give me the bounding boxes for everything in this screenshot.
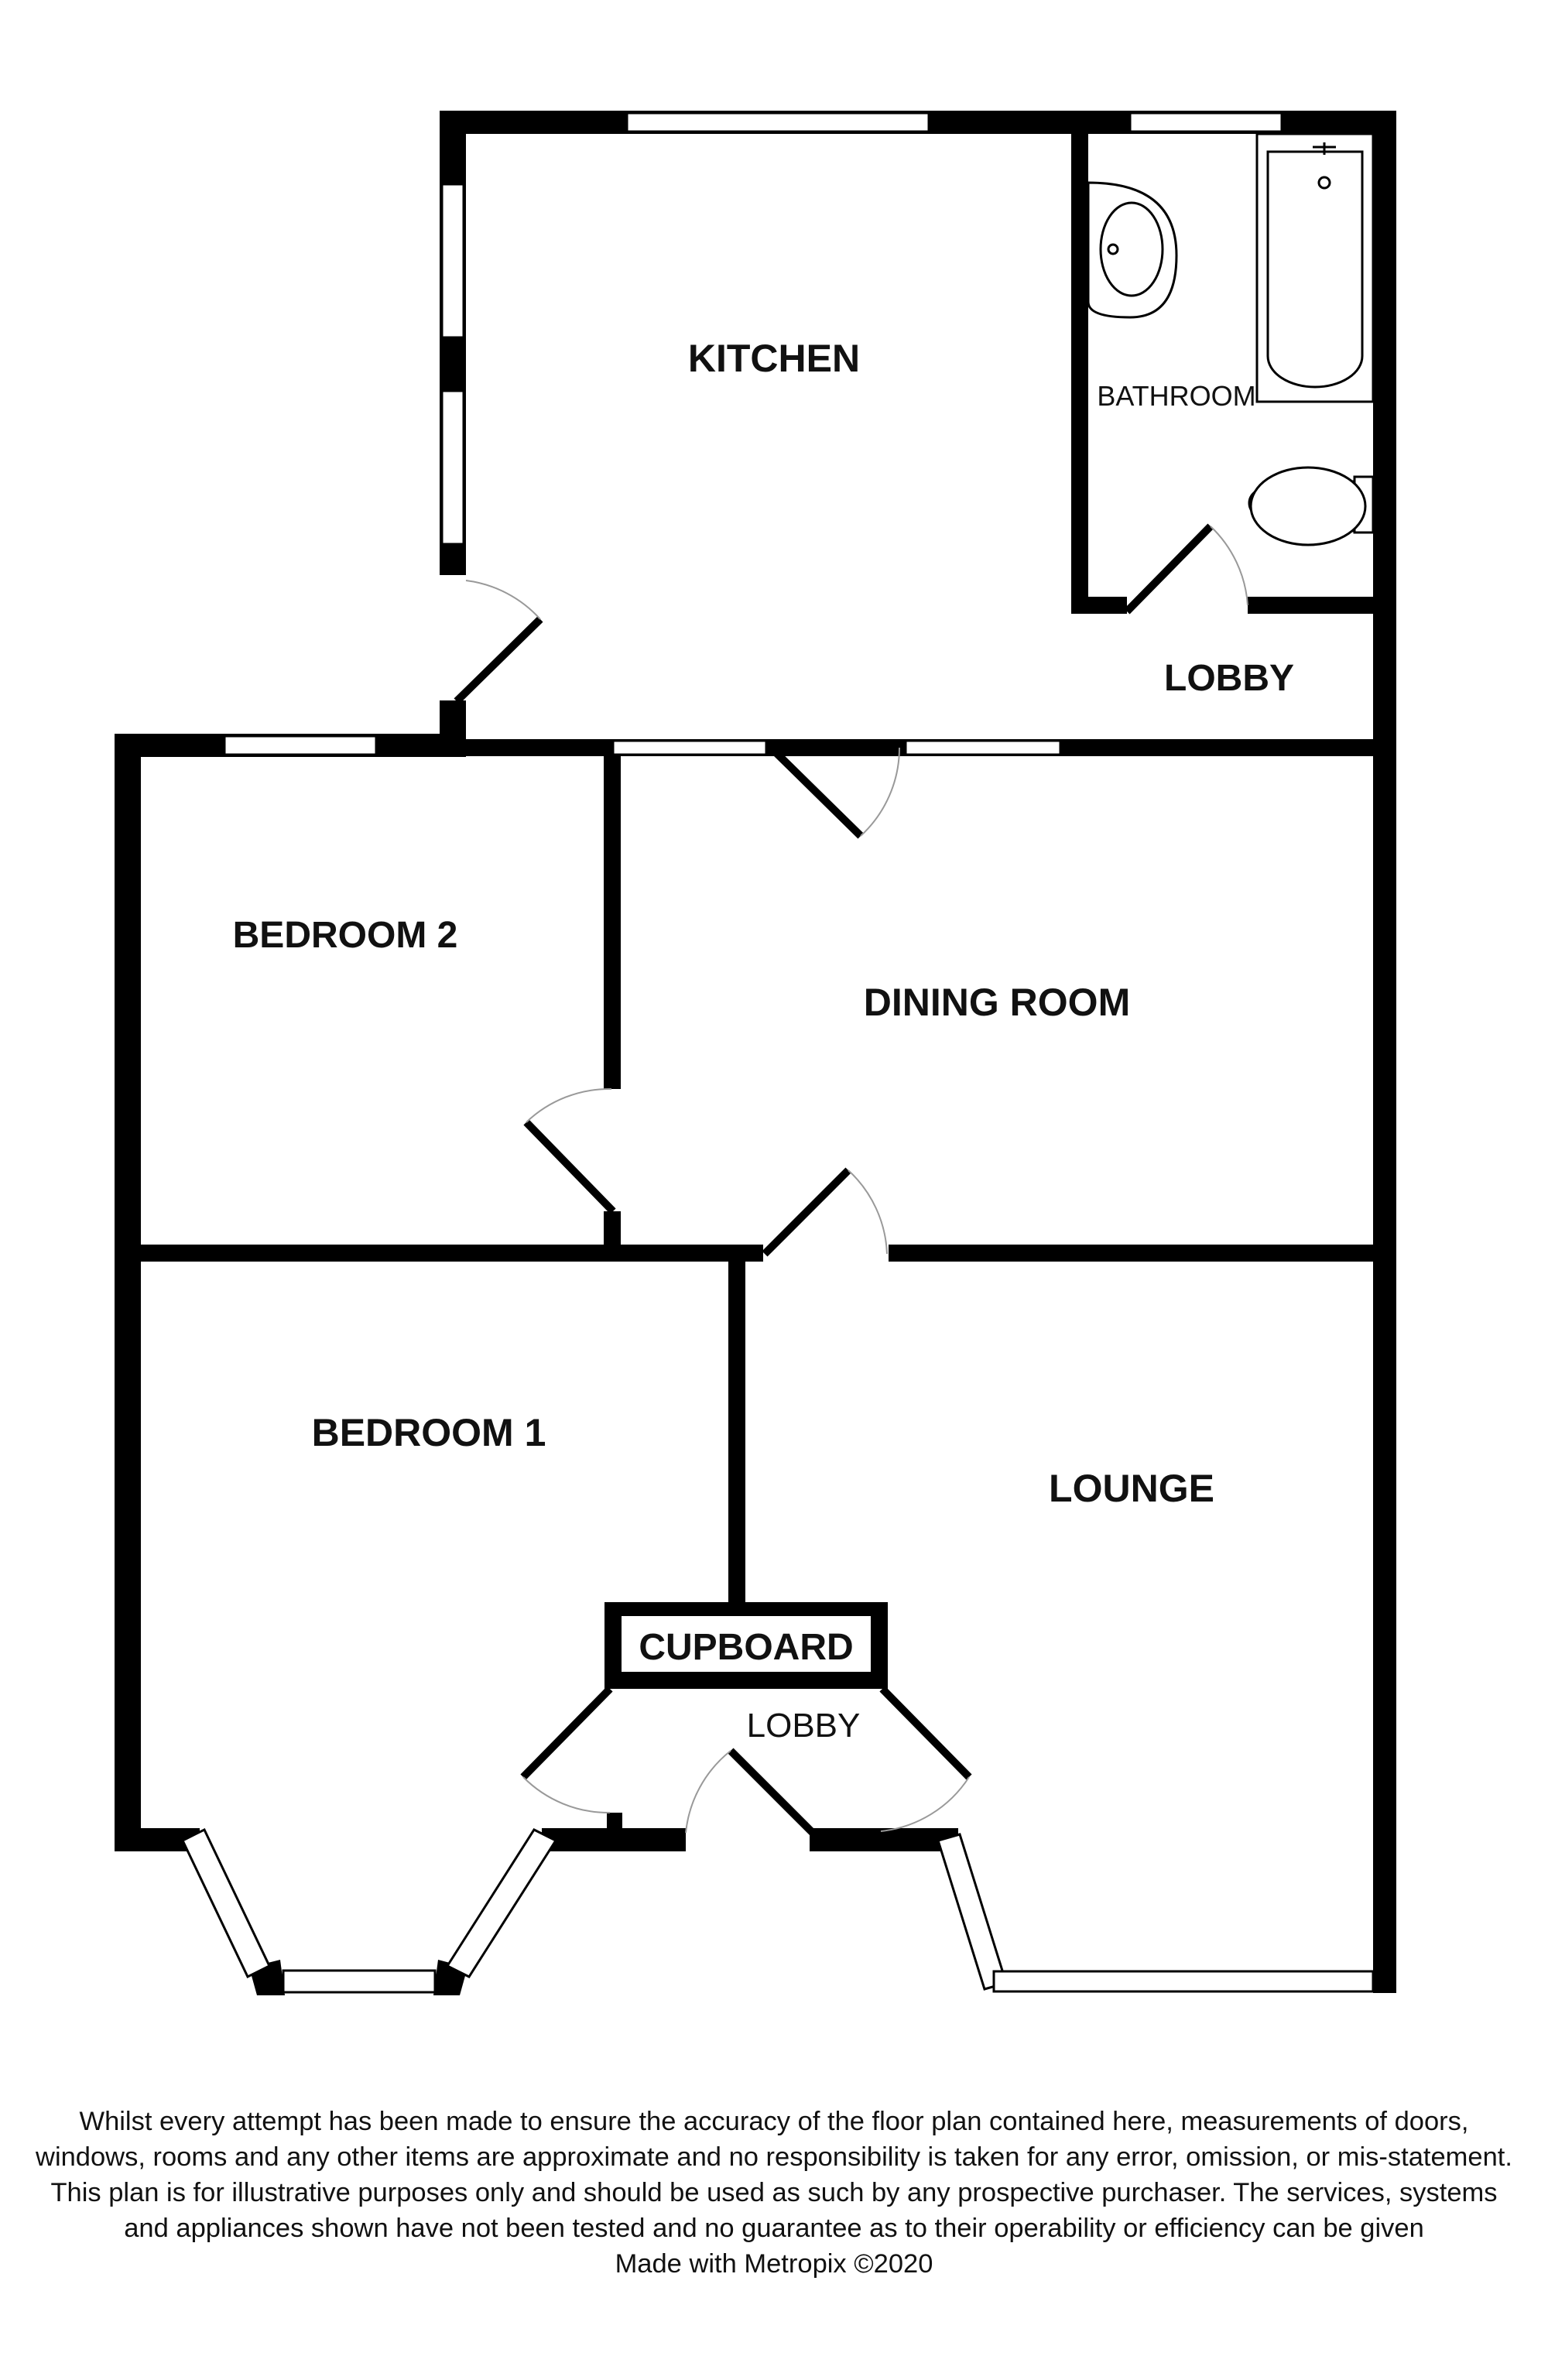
wall-bottom-mid-stub bbox=[607, 1813, 622, 1836]
window-bay-right bbox=[445, 1828, 558, 1978]
bath-icon bbox=[1255, 132, 1375, 403]
room-label-bathroom: BATHROOM bbox=[1097, 380, 1255, 412]
window-bay-bottom bbox=[282, 1969, 437, 1994]
wall-cupboard-top bbox=[604, 1602, 888, 1616]
room-label-cupboard: CUPBOARD bbox=[639, 1627, 853, 1668]
disclaimer: Whilst every attempt has been made to en… bbox=[31, 2104, 1517, 2282]
bathroom-fixtures bbox=[1087, 132, 1375, 546]
room-labels: KITCHEN BATHROOM LOBBY BEDROOM 2 DINING … bbox=[233, 337, 1294, 1745]
room-label-bedroom1: BEDROOM 1 bbox=[312, 1411, 546, 1454]
window-lounge-side bbox=[937, 1833, 1008, 1991]
wall-bathroom-left bbox=[1071, 134, 1088, 614]
credit-text: Made with Metropix ©2020 bbox=[615, 2249, 933, 2279]
room-label-bedroom2: BEDROOM 2 bbox=[233, 915, 458, 956]
room-label-dining-room: DINING ROOM bbox=[864, 981, 1130, 1024]
window-bay-left bbox=[181, 1827, 271, 1979]
window-kitchen-top bbox=[625, 111, 930, 133]
toilet-icon bbox=[1248, 466, 1375, 546]
door-bathroom bbox=[1124, 523, 1248, 615]
window-dining-top-right bbox=[904, 739, 1062, 756]
wall-middle-right bbox=[889, 1245, 1373, 1262]
wall-bedroom1-right bbox=[728, 1262, 745, 1602]
disclaimer-text: Whilst every attempt has been made to en… bbox=[36, 2107, 1512, 2243]
door-lounge bbox=[879, 1686, 972, 1832]
wall-cupboard-left bbox=[604, 1602, 622, 1689]
door-dining-top bbox=[768, 745, 900, 839]
wall-right bbox=[1373, 111, 1396, 1993]
wall-bathroom-bottom-left bbox=[1071, 597, 1127, 614]
door-dining-lounge bbox=[762, 1167, 888, 1257]
door-bedroom2 bbox=[523, 1087, 616, 1214]
wall-bottom-mid-right bbox=[810, 1828, 958, 1851]
room-label-kitchen: KITCHEN bbox=[688, 337, 860, 380]
room-label-lounge: LOUNGE bbox=[1049, 1467, 1214, 1510]
door-lobby-entrance bbox=[685, 1748, 816, 1836]
wall-middle-left bbox=[141, 1245, 763, 1262]
window-lounge-bottom bbox=[992, 1970, 1375, 1993]
wall-left-outer bbox=[115, 734, 141, 1851]
wall-cupboard-bottom bbox=[604, 1672, 888, 1689]
windows bbox=[181, 111, 1375, 1994]
sink-icon bbox=[1087, 181, 1178, 319]
wall-cupboard-right bbox=[871, 1602, 888, 1689]
door-bedroom1 bbox=[520, 1686, 613, 1814]
window-dining-top-left bbox=[611, 739, 768, 756]
door-kitchen-external bbox=[454, 580, 543, 704]
room-label-lobby-lower: LOBBY bbox=[747, 1707, 861, 1745]
window-bedroom2-top bbox=[223, 735, 378, 756]
window-kitchen-left-upper bbox=[440, 183, 465, 339]
window-kitchen-left-lower bbox=[440, 389, 465, 546]
room-label-lobby-upper: LOBBY bbox=[1164, 658, 1294, 699]
wall-bathroom-bottom-right bbox=[1248, 597, 1373, 614]
window-bathroom-top bbox=[1128, 111, 1283, 133]
doors bbox=[454, 523, 1248, 1836]
wall-bedroom2-right-upper bbox=[604, 756, 621, 1089]
